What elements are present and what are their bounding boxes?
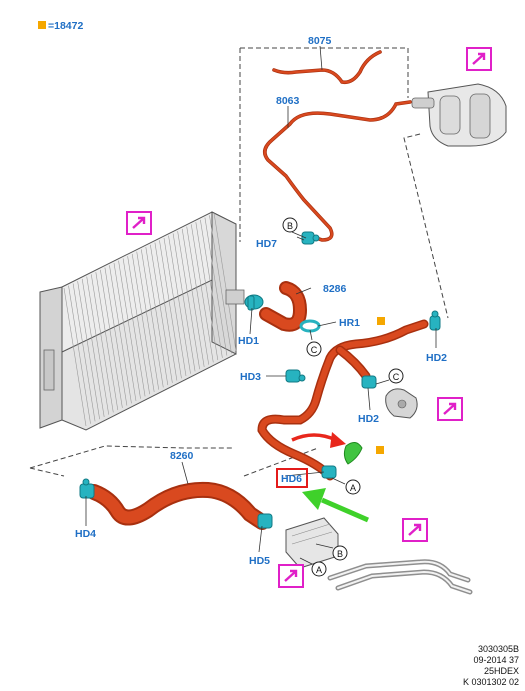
callout-arrow-icon bbox=[402, 518, 428, 542]
label-hr1: HR1 bbox=[339, 317, 360, 329]
label-8063: 8063 bbox=[276, 95, 300, 107]
svg-text:C: C bbox=[393, 372, 400, 382]
orange-square-icon bbox=[377, 317, 385, 325]
svg-text:A: A bbox=[350, 483, 356, 493]
connector-a-bottom: A bbox=[311, 561, 327, 577]
clamp-hd7 bbox=[301, 231, 320, 245]
svg-text:C: C bbox=[311, 345, 318, 355]
orange-square-icon bbox=[376, 446, 384, 454]
leader-lines bbox=[85, 45, 437, 565]
label-hd6: HD6 bbox=[281, 473, 302, 485]
green-arrow-icon bbox=[302, 488, 369, 523]
clamp-hd4 bbox=[79, 478, 95, 499]
hose-8260 bbox=[86, 481, 270, 530]
clamp-hd1 bbox=[244, 294, 264, 311]
red-arrow-icon bbox=[291, 432, 346, 448]
callout-icons bbox=[126, 47, 492, 588]
callout-arrow-icon bbox=[437, 397, 463, 421]
clamp-hd2b bbox=[361, 375, 377, 389]
clamp-hd3 bbox=[285, 369, 306, 383]
connector-a-mid: A bbox=[345, 479, 361, 495]
assembly-outline bbox=[29, 47, 449, 477]
label-8286: 8286 bbox=[323, 283, 347, 295]
reference-line-1: 3030305B bbox=[477, 644, 519, 654]
clamp-hr1 bbox=[299, 319, 321, 333]
clamps bbox=[79, 231, 441, 529]
reference-block: 3030305B 09-2014 37 25HDEX K 0301302 02 bbox=[463, 644, 519, 688]
label-hd1: HD1 bbox=[238, 335, 259, 347]
connector-b-bottom: B bbox=[332, 545, 348, 561]
part-labels: 8075 8063 HD7 8286 HR1 HD1 HD2 HD3 HD2 8… bbox=[75, 35, 447, 567]
hose-8063 bbox=[263, 100, 412, 242]
callout-arrow-icon bbox=[278, 564, 304, 588]
radiator bbox=[39, 211, 245, 431]
svg-text:B: B bbox=[287, 221, 293, 231]
label-hd4: HD4 bbox=[75, 528, 96, 540]
oil-cooler bbox=[285, 517, 339, 569]
connector-c-right: C bbox=[388, 368, 404, 384]
green-clamp-icon bbox=[343, 442, 363, 465]
clamp-hd5 bbox=[257, 513, 273, 529]
connector-c-mid: C bbox=[306, 341, 322, 357]
legend-text: =18472 bbox=[48, 20, 83, 32]
svg-text:B: B bbox=[337, 549, 343, 559]
callout-arrow-icon bbox=[126, 211, 152, 235]
hd6-highlight-box bbox=[276, 468, 308, 488]
reference-line-2: 09-2014 37 bbox=[473, 655, 519, 665]
callout-arrow-icon bbox=[466, 47, 492, 71]
label-hd2b: HD2 bbox=[358, 413, 379, 425]
label-hd3: HD3 bbox=[240, 371, 261, 383]
label-hd7: HD7 bbox=[256, 238, 277, 250]
clamp-hd2a bbox=[429, 310, 441, 331]
orange-square-icon bbox=[38, 21, 46, 29]
clamp-hd6 bbox=[321, 465, 337, 479]
label-hd2a: HD2 bbox=[426, 352, 447, 364]
reference-line-4: K 0301302 02 bbox=[462, 677, 519, 687]
label-hd5: HD5 bbox=[249, 555, 270, 567]
label-8075: 8075 bbox=[308, 35, 332, 47]
hose-8286 bbox=[259, 281, 308, 332]
outlet-housing bbox=[385, 388, 418, 419]
reference-line-3: 25HDEX bbox=[483, 666, 519, 676]
hose-8075 bbox=[272, 50, 382, 85]
expansion-tank bbox=[411, 83, 507, 147]
label-8260: 8260 bbox=[170, 450, 194, 462]
svg-text:A: A bbox=[316, 565, 322, 575]
hose-hr1 bbox=[257, 319, 429, 481]
transmission-cooler-tubes bbox=[327, 559, 473, 595]
connector-b-top: B bbox=[282, 217, 298, 233]
